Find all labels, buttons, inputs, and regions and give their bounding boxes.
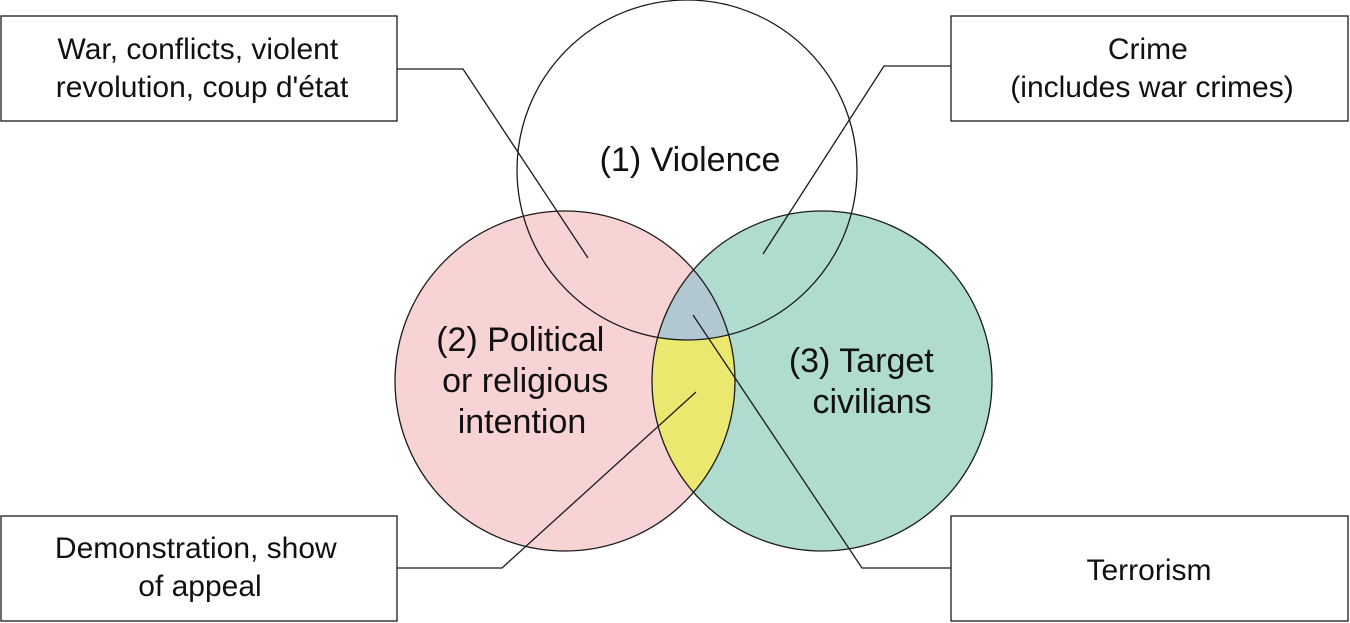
demonstration-callout-box: [0, 515, 398, 622]
war-leader-line: [397, 68, 589, 259]
terrorism-leader-line: [692, 314, 951, 569]
demonstration-leader-line: [397, 391, 697, 569]
terrorism-callout-box: [950, 515, 1349, 622]
civilians-circle-outline: [651, 210, 993, 552]
violence-label: (1) Violence: [600, 141, 781, 179]
demonstration-callout: Demonstration, show of appeal: [0, 515, 398, 622]
violence-civilians-overlap: [652, 211, 857, 340]
crime-callout-box: [950, 15, 1349, 122]
political-label: (2) Political or religious intention: [436, 321, 618, 441]
civilians-label: (3) Target civilians: [789, 342, 943, 421]
war-callout-box: [0, 15, 398, 122]
demonstration-callout-text: Demonstration, show of appeal: [55, 532, 345, 603]
crime-callout-text: Crime (includes war crimes): [1010, 33, 1293, 104]
terrorism-callout: Terrorism: [950, 515, 1349, 622]
war-callout-text: War, conflicts, violent revolution, coup…: [56, 33, 349, 104]
violence-circle-outline: [516, 0, 858, 341]
terrorism-callout-text: Terrorism: [1087, 554, 1212, 587]
crime-leader-line: [762, 65, 951, 255]
violence-political-overlap: [517, 211, 735, 340]
political-circle-outline: [394, 210, 736, 552]
war-callout: War, conflicts, violent revolution, coup…: [0, 15, 398, 122]
crime-callout: Crime (includes war crimes): [950, 15, 1349, 122]
